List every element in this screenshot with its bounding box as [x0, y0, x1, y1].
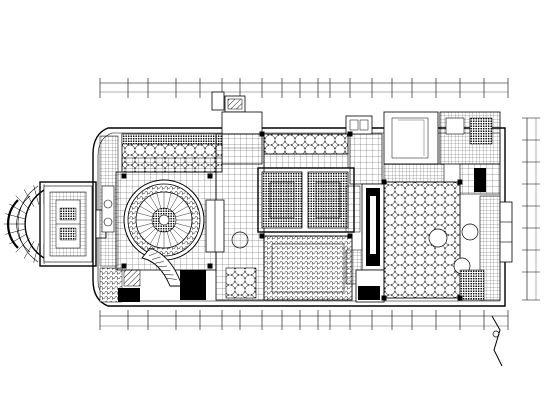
dimension-line-right — [522, 117, 540, 301]
lobby-floor — [205, 133, 265, 301]
upper-dining-block — [121, 133, 223, 173]
east-service-rooms — [439, 111, 513, 301]
entry-vestibule — [39, 181, 107, 267]
dimension-line-bottom — [99, 310, 509, 330]
curved-stair — [123, 247, 206, 300]
circular-feature — [115, 171, 217, 271]
central-hall — [257, 133, 361, 233]
dimension-line-top — [99, 78, 509, 98]
right-dining-hall — [383, 111, 479, 299]
corner-detail — [491, 315, 503, 367]
structural-columns — [121, 131, 463, 301]
banquet-carpet — [263, 235, 367, 301]
service-corridor — [345, 115, 385, 303]
entry-fan — [4, 184, 45, 264]
